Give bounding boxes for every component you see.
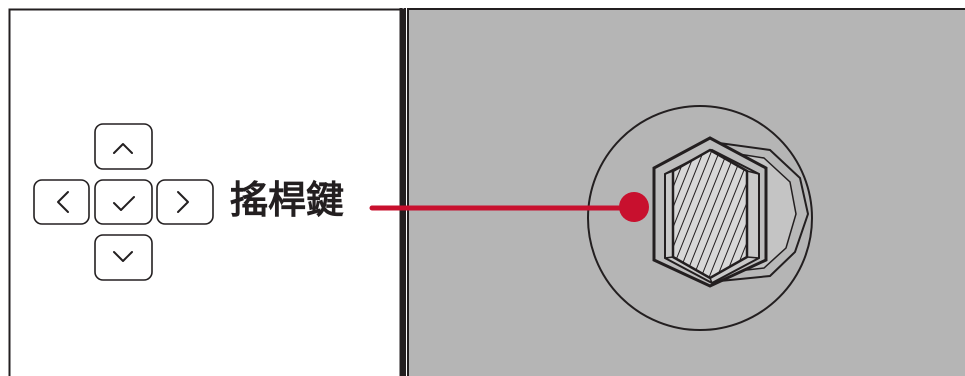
down-button[interactable] (94, 234, 153, 281)
right-button[interactable] (156, 179, 214, 225)
chevron-left-icon (57, 191, 69, 213)
joystick-key-label: 搖桿鍵 (230, 178, 345, 222)
confirm-button[interactable] (94, 179, 153, 225)
bezel-edge (399, 8, 409, 376)
up-button[interactable] (94, 123, 153, 170)
check-icon (113, 196, 135, 211)
joystick-icon (652, 136, 810, 288)
callout-pointer (369, 192, 649, 222)
chevron-down-icon (113, 251, 133, 262)
chevron-right-icon (177, 191, 189, 213)
left-button[interactable] (33, 179, 90, 225)
chevron-up-icon (113, 143, 133, 154)
dpad (33, 123, 214, 281)
